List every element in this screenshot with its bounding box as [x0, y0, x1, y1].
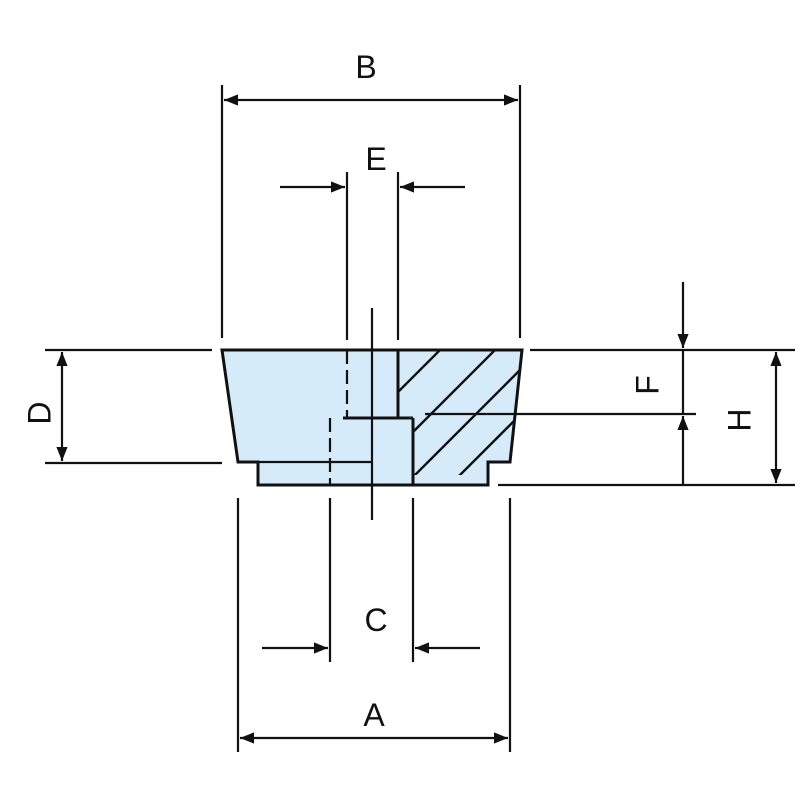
label-b: B: [355, 49, 376, 85]
dimension-h: H: [498, 352, 795, 487]
label-c: C: [364, 602, 387, 638]
dimension-f: F: [425, 282, 795, 484]
label-a: A: [363, 697, 385, 733]
dimension-a: A: [236, 498, 512, 752]
label-f: F: [629, 375, 665, 395]
label-d: D: [21, 401, 57, 424]
label-h: H: [721, 408, 757, 431]
dimension-d: D: [21, 348, 222, 465]
label-e: E: [365, 141, 386, 177]
dimension-e: E: [280, 141, 465, 340]
dimension-c: C: [262, 498, 480, 662]
dimension-b: B: [220, 49, 522, 338]
